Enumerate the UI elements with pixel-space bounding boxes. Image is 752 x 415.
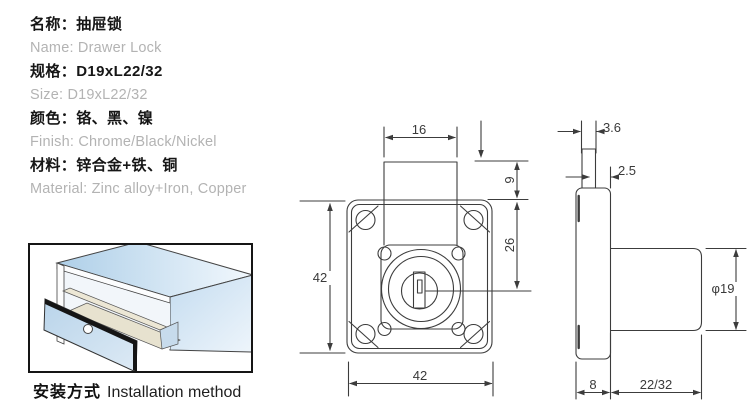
spec-material-zh: 材料：锌合金+铁、铜: [30, 157, 178, 174]
spec-name-zh: 名称：抽屉锁: [30, 16, 123, 33]
spec-list: 名称：抽屉锁 Name: Drawer Lock 规格：D19xL22/32 S…: [30, 13, 247, 201]
installation-caption: 安装方式 Installation method: [33, 378, 241, 402]
spec-size-en: Size: D19xL22/32: [30, 86, 148, 103]
spec-material-en: Material: Zinc alloy+Iron, Copper: [30, 180, 247, 197]
dim-bolt-thickness: 3.6: [602, 120, 622, 135]
dim-cylinder-length: 22/32: [639, 377, 673, 392]
dim-plate-depth: 8: [589, 377, 597, 392]
installation-figure-frame: [28, 243, 253, 373]
dim-bolt-protrusion: 9: [502, 176, 517, 184]
dim-bolt-width: 16: [411, 122, 427, 137]
installation-caption-zh: 安装方式: [33, 384, 102, 401]
dim-body-height: 42: [304, 271, 336, 285]
drawer-cabinet-illustration: [43, 245, 251, 371]
installation-caption-en: Installation method: [107, 384, 242, 401]
dim-body-width: 42: [412, 368, 428, 383]
dim-plate-lip: 2.5: [617, 163, 637, 178]
spec-name-en: Name: Drawer Lock: [30, 39, 162, 56]
spec-finish-zh: 颜色：铬、黑、镍: [30, 110, 154, 127]
spec-finish-en: Finish: Chrome/Black/Nickel: [30, 133, 217, 150]
dim-cylinder-diameter: φ19: [704, 282, 742, 296]
lock-hole: [83, 324, 93, 334]
dim-center-offset: 26: [502, 237, 517, 253]
spec-size-zh: 规格：D19xL22/32: [30, 63, 163, 80]
